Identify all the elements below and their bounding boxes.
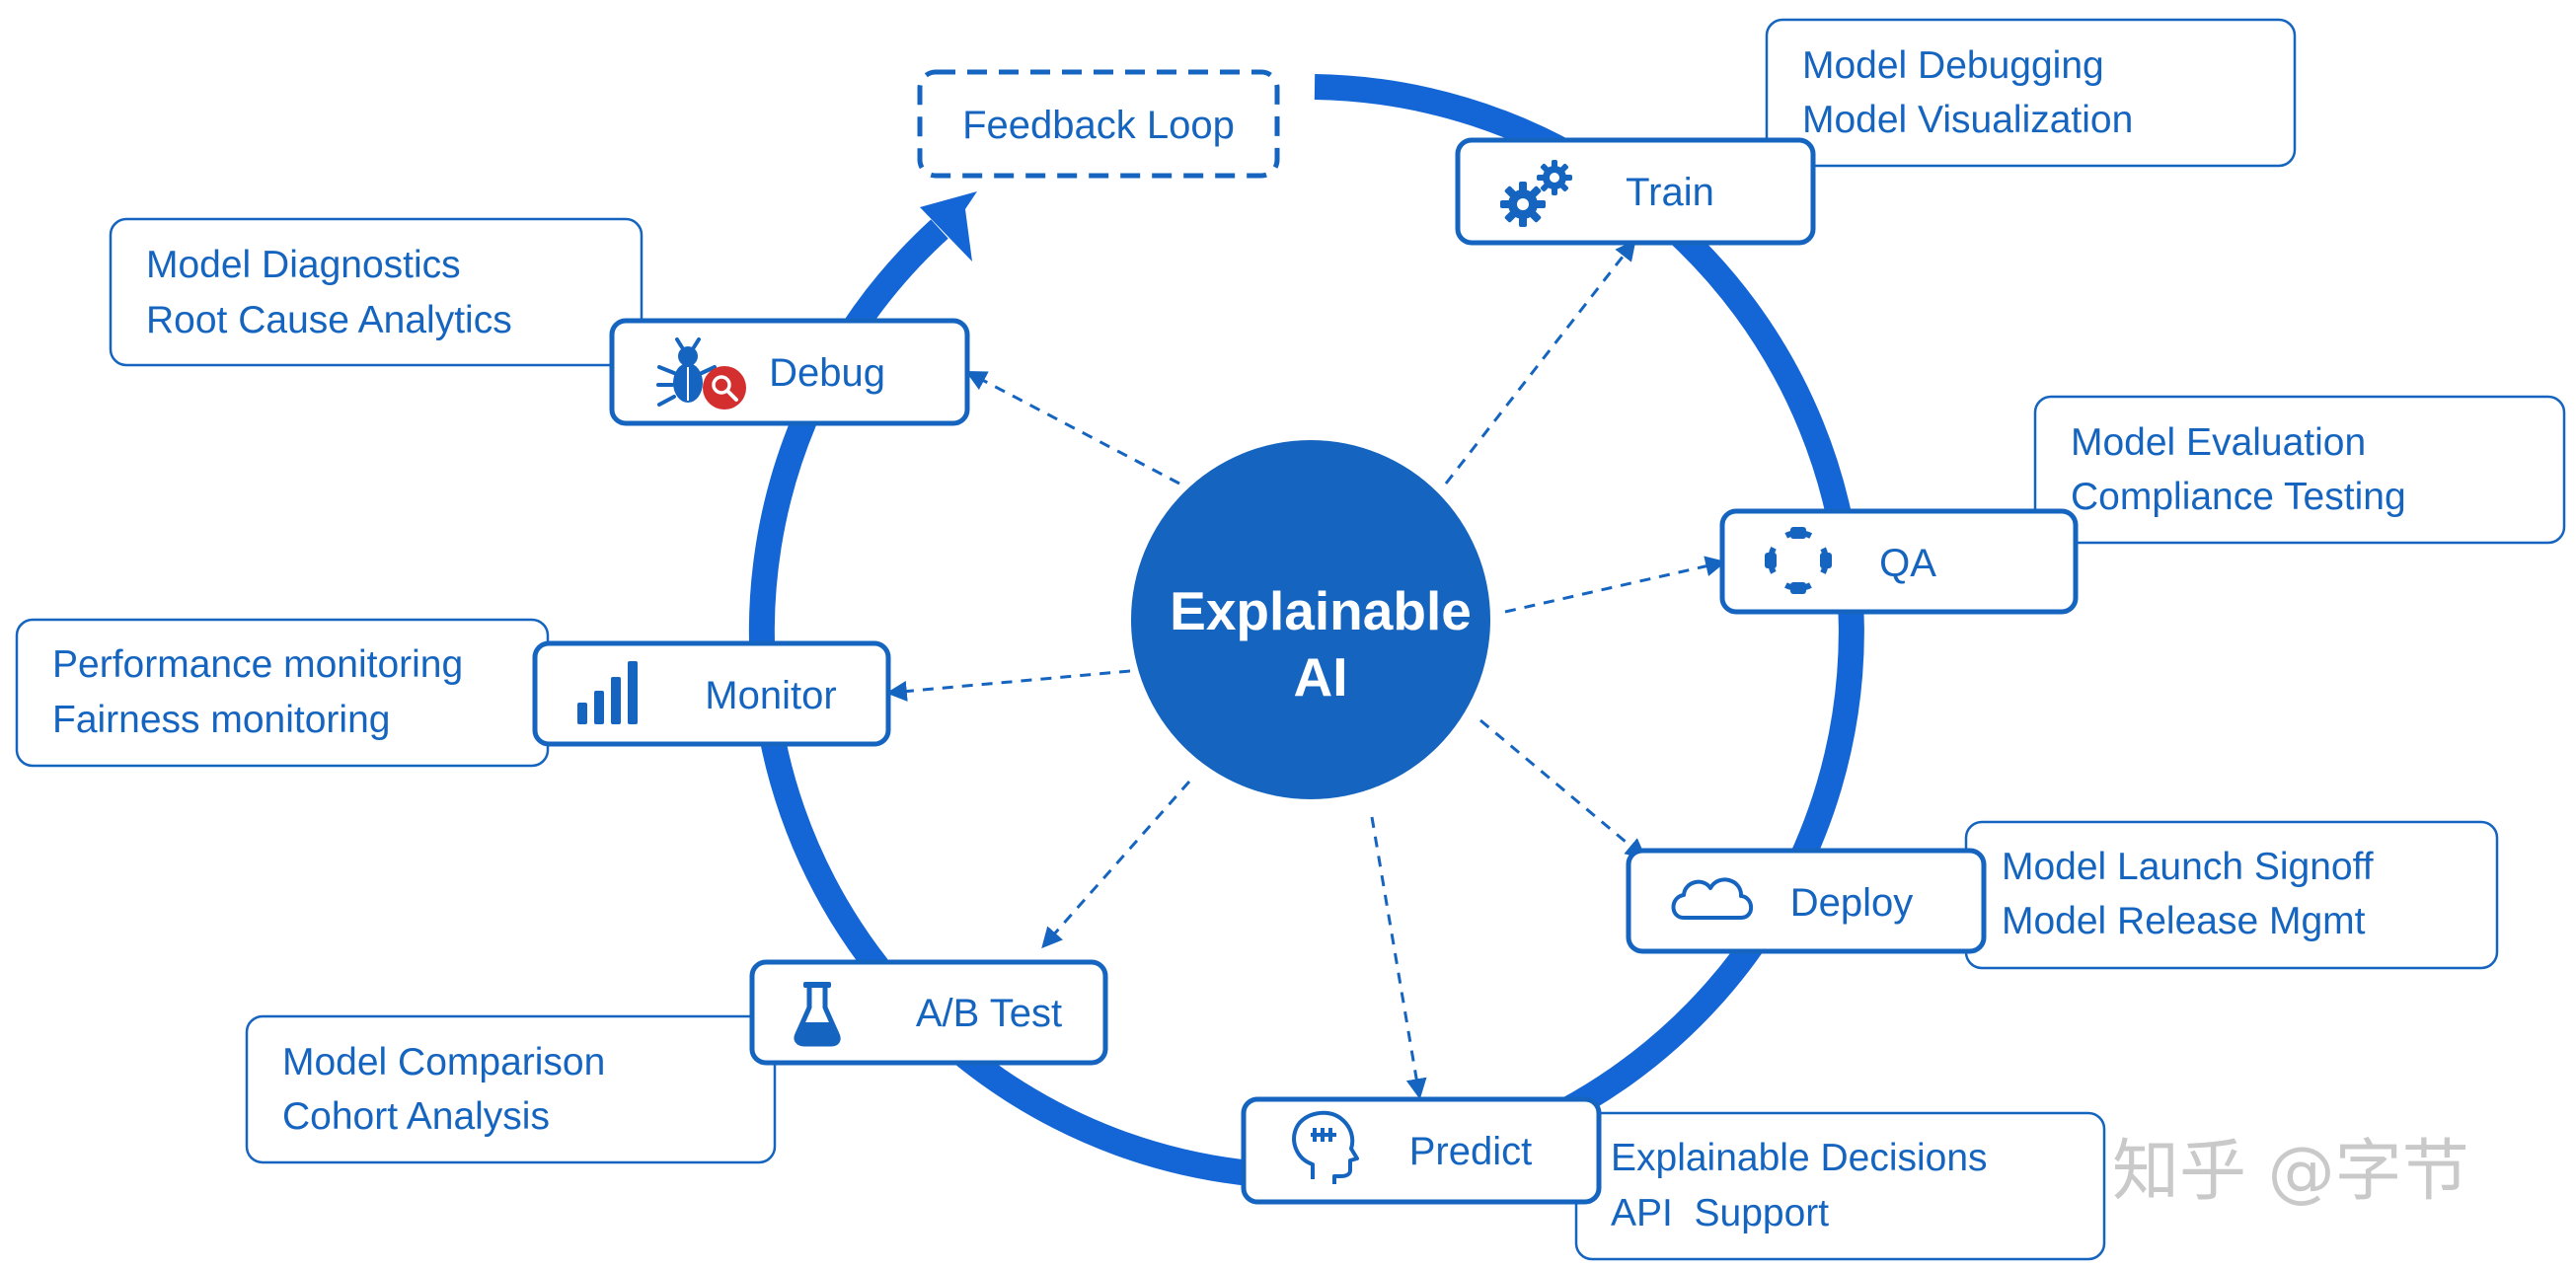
- connector-deploy: [1479, 718, 1647, 859]
- watermark: 知乎 @字节: [2112, 1133, 2469, 1211]
- stage-train-label: Train: [1626, 171, 1714, 214]
- connector-qa: [1504, 556, 1727, 614]
- ring-arrowhead: [920, 191, 977, 261]
- stage-abtest-label: A/B Test: [916, 992, 1062, 1035]
- cloud-icon: [1671, 877, 1754, 920]
- predict-detail-2: API Support: [1611, 1192, 1829, 1234]
- stage-qa-label: QA: [1879, 542, 1936, 585]
- stage-predict-label: Predict: [1409, 1130, 1533, 1173]
- deploy-detail-2: Model Release Mgmt: [2002, 900, 2366, 942]
- abtest-detail-2: Cohort Analysis: [282, 1095, 550, 1138]
- qa-detail-1: Model Evaluation: [2071, 421, 2366, 464]
- connector-abtest: [1041, 781, 1191, 949]
- stage-deploy[interactable]: Deploy: [1626, 848, 1987, 954]
- monitor-details-box: Performance monitoring Fairness monitori…: [15, 618, 550, 768]
- center-circle: [1131, 440, 1490, 799]
- stage-qa[interactable]: QA: [1719, 508, 2079, 615]
- connector-train: [1444, 239, 1636, 485]
- predict-detail-1: Explainable Decisions: [1611, 1137, 1988, 1179]
- bug-search-icon: [656, 337, 746, 410]
- connector-debug: [965, 371, 1180, 485]
- stage-monitor-label: Monitor: [705, 674, 836, 717]
- deploy-details-box: Model Launch Signoff Model Release Mgmt: [1964, 820, 2499, 970]
- monitor-detail-2: Fairness monitoring: [52, 699, 390, 741]
- flask-icon: [794, 982, 841, 1047]
- stage-debug[interactable]: Debug: [609, 318, 970, 426]
- debug-detail-1: Model Diagnostics: [146, 244, 461, 286]
- stage-abtest[interactable]: A/B Test: [749, 959, 1108, 1066]
- center-title-line1: Explainable: [1170, 580, 1472, 641]
- deploy-detail-1: Model Launch Signoff: [2002, 846, 2374, 888]
- stage-monitor[interactable]: Monitor: [532, 640, 891, 747]
- stage-debug-label: Debug: [769, 351, 885, 395]
- debug-detail-2: Root Cause Analytics: [146, 299, 512, 341]
- predict-details-box: Explainable Decisions API Support: [1574, 1111, 2106, 1261]
- stage-deploy-label: Deploy: [1790, 881, 1914, 925]
- abtest-details-box: Model Comparison Cohort Analysis: [245, 1014, 777, 1164]
- connector-predict: [1370, 816, 1427, 1100]
- abtest-detail-1: Model Comparison: [282, 1041, 605, 1083]
- qa-details-box: Model Evaluation Compliance Testing: [2033, 395, 2566, 545]
- center-title-line2: AI: [1294, 646, 1348, 708]
- feedback-loop-label: Feedback Loop: [962, 104, 1235, 147]
- monitor-detail-1: Performance monitoring: [52, 643, 463, 686]
- train-detail-1: Model Debugging: [1802, 44, 2104, 87]
- gears-icon: [1500, 160, 1572, 227]
- target-icon-nodes: [1765, 527, 1832, 594]
- head-icon: [1292, 1110, 1359, 1184]
- connector-monitor: [885, 669, 1131, 702]
- bar-chart-icon: [577, 661, 638, 724]
- feedback-loop-box[interactable]: Feedback Loop: [917, 69, 1280, 179]
- train-detail-2: Model Visualization: [1802, 99, 2133, 141]
- debug-details-box: Model Diagnostics Root Cause Analytics: [109, 217, 644, 367]
- stage-train[interactable]: Train: [1455, 137, 1816, 246]
- qa-detail-2: Compliance Testing: [2071, 476, 2406, 518]
- stage-predict[interactable]: Predict: [1241, 1096, 1602, 1205]
- center-connectors: [885, 239, 1727, 1100]
- train-details-box: Model Debugging Model Visualization: [1765, 18, 2297, 168]
